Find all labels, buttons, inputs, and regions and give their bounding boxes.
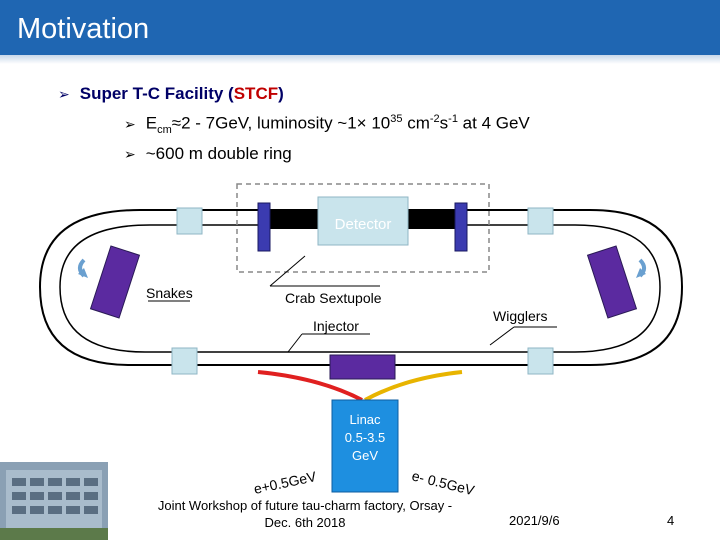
rotation-icon-right-arrowhead	[636, 268, 646, 278]
stcf-highlight: STCF	[233, 84, 279, 103]
detector-box	[317, 196, 409, 246]
ff-magnet-left	[257, 202, 271, 252]
snakes-label: Snakes	[146, 285, 193, 301]
collider-ring	[38, 209, 684, 366]
linac-label-line3: GeV	[352, 448, 378, 463]
bending-magnet-right	[586, 245, 638, 319]
bending-magnet-left	[89, 245, 141, 319]
injector-label: Injector	[313, 318, 359, 334]
footer-workshop: Joint Workshop of future tau-charm facto…	[157, 498, 453, 530]
injector-magnet	[329, 354, 396, 380]
building-photo	[0, 462, 108, 540]
slide-title: Motivation	[17, 13, 150, 45]
page-number: 4	[667, 513, 675, 528]
linac-label-line1: Linac	[349, 412, 381, 427]
bullet-facility: ➢Super T-C Facility (STCF)	[58, 84, 284, 103]
ff-magnet-right	[454, 202, 468, 252]
footer-date: 2021/9/6	[509, 513, 560, 528]
arrow-bullet-icon: ➢	[58, 87, 70, 103]
crab-sextupole-label: Crab Sextupole	[285, 290, 382, 306]
arrow-bullet-icon: ➢	[124, 147, 136, 163]
ir-dashed-box	[236, 183, 490, 273]
crab-leader	[269, 255, 306, 287]
wigglers-pointer	[489, 326, 515, 346]
electron-energy-label: e- 0.5GeV	[410, 467, 476, 498]
collider-inner-ring	[59, 224, 661, 353]
title-bar: Motivation	[0, 0, 720, 55]
rotation-icon-left-arrowhead	[78, 268, 88, 278]
injector-pointer	[287, 333, 303, 353]
quad-magnet	[527, 207, 554, 235]
positron-transfer-line	[257, 370, 363, 402]
positron-energy-label: e+0.5GeV	[252, 468, 318, 497]
quad-magnet	[171, 347, 198, 375]
quad-magnet	[176, 207, 203, 235]
wigglers-label: Wigglers	[493, 308, 547, 324]
linac-box	[331, 399, 399, 493]
electron-transfer-line	[364, 370, 463, 402]
title-underline	[0, 55, 720, 64]
bullet-energy: ➢Ecm≈2 - 7GeV, luminosity ~1× 1035 cm-2s…	[124, 113, 530, 137]
bullet-ring: ➢~600 m double ring	[124, 144, 292, 163]
linac-label-line2: 0.5-3.5	[345, 430, 385, 445]
detector-label: Detector	[335, 216, 392, 233]
arrow-bullet-icon: ➢	[124, 116, 136, 133]
quad-magnet	[527, 347, 554, 375]
